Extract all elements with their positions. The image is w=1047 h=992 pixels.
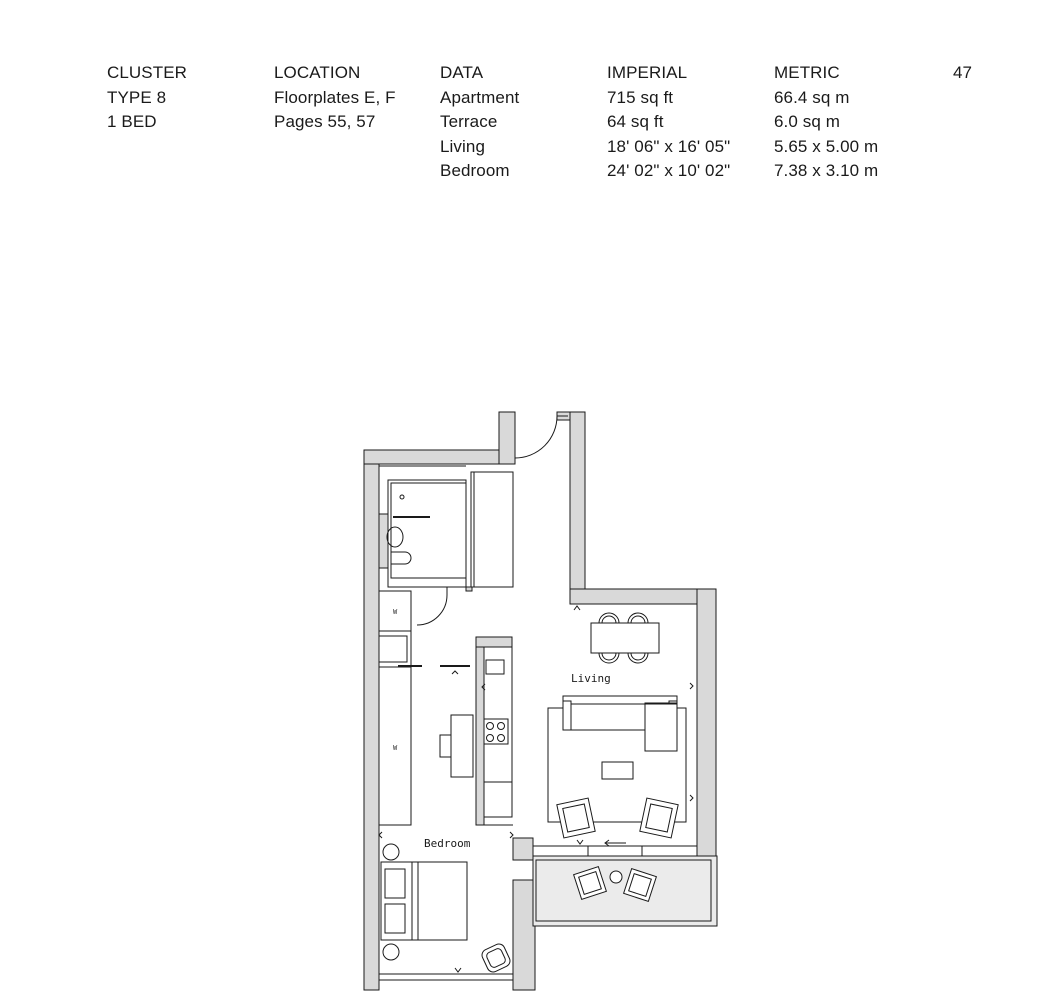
bathroom-door-swing	[416, 594, 448, 626]
data-apartment: Apartment	[440, 87, 520, 107]
metric-header: METRIC	[774, 63, 840, 82]
wall-jog	[512, 837, 534, 861]
spec-column-location: LOCATION Floorplates E, F Pages 55, 57	[274, 61, 396, 135]
imperial-living: 18' 06" x 16' 05"	[607, 136, 731, 156]
location-floorplates: Floorplates E, F	[274, 87, 396, 107]
armchair-left	[556, 797, 596, 839]
entrance-door	[514, 415, 568, 459]
spec-column-data: DATA Apartment Terrace Living Bedroom	[440, 61, 519, 184]
bathroom-partition	[378, 513, 389, 569]
bedroom	[378, 831, 514, 981]
dining-table	[590, 622, 660, 654]
wall-entry-left	[498, 411, 516, 465]
data-terrace: Terrace	[440, 112, 498, 131]
kitchen-partition	[475, 636, 485, 826]
wardrobe-units	[378, 590, 412, 826]
wardrobe-mark-lower: W	[393, 744, 398, 752]
dining-chairs	[598, 612, 649, 664]
kitchen	[475, 636, 513, 826]
wall-right-living	[696, 588, 717, 857]
bathroom-inner	[390, 482, 467, 579]
spec-column-metric: METRIC 66.4 sq m 6.0 sq m 5.65 x 5.00 m …	[774, 61, 878, 184]
cluster-header: CLUSTER	[107, 63, 188, 82]
bedside-lamp-top	[382, 843, 400, 861]
terrace-table	[609, 870, 623, 884]
terrace-chair-left	[572, 865, 608, 901]
coffee-table	[601, 761, 634, 780]
terrace-glazing	[533, 839, 697, 857]
wardrobe-mark-upper: W	[393, 608, 398, 616]
spec-column-imperial: IMPERIAL 715 sq ft 64 sq ft 18' 06" x 16…	[607, 61, 730, 184]
room-label-bedroom: Bedroom	[424, 837, 471, 850]
hob-icon	[483, 718, 509, 745]
metric-living: 5.65 x 5.00 m	[774, 136, 879, 156]
washbasin-icon	[386, 526, 404, 548]
armchair-right	[639, 797, 679, 839]
sofa	[562, 695, 678, 752]
imperial-header: IMPERIAL	[607, 63, 688, 82]
bedroom-armchair	[481, 943, 511, 973]
bed	[380, 861, 468, 941]
pillow-bottom	[384, 903, 406, 934]
pillow-top	[384, 868, 406, 899]
imperial-terrace: 64 sq ft	[607, 112, 664, 131]
shower-drain-icon	[399, 494, 405, 500]
bathroom-enclosure	[387, 479, 467, 588]
location-pages: Pages 55, 57	[274, 112, 376, 131]
imperial-apartment: 715 sq ft	[607, 87, 674, 107]
bathroom	[378, 479, 473, 626]
desk	[450, 714, 474, 778]
wall-right-bedroom	[512, 879, 536, 991]
cluster-type: TYPE 8	[107, 87, 167, 107]
wall-left	[363, 449, 380, 991]
room-label-living: Living	[571, 672, 611, 685]
terrace	[532, 855, 718, 927]
bedside-lamp-bottom	[382, 943, 400, 961]
metric-terrace: 6.0 sq m	[774, 112, 840, 131]
imperial-bedroom: 24' 02" x 10' 02"	[607, 161, 731, 180]
living-room	[547, 605, 694, 839]
sink-icon	[485, 659, 505, 675]
storage-cupboard	[470, 471, 514, 588]
wall-corridor-right	[569, 411, 586, 605]
page-number: 47	[953, 63, 972, 82]
location-header: LOCATION	[274, 63, 361, 82]
terrace-chair-right	[622, 867, 658, 903]
cluster-beds: 1 BED	[107, 112, 157, 131]
metric-bedroom: 7.38 x 3.10 m	[774, 161, 879, 180]
data-header: DATA	[440, 63, 484, 82]
toilet-icon	[390, 551, 412, 565]
wall-top-bath	[363, 449, 500, 465]
metric-apartment: 66.4 sq m	[774, 87, 850, 107]
data-bedroom: Bedroom	[440, 161, 510, 180]
wall-top-living	[569, 588, 717, 605]
desk-chair	[439, 734, 452, 758]
data-living: Living	[440, 136, 486, 156]
spec-column-cluster: CLUSTER TYPE 8 1 BED	[107, 61, 187, 135]
cupboard-small	[378, 635, 408, 663]
